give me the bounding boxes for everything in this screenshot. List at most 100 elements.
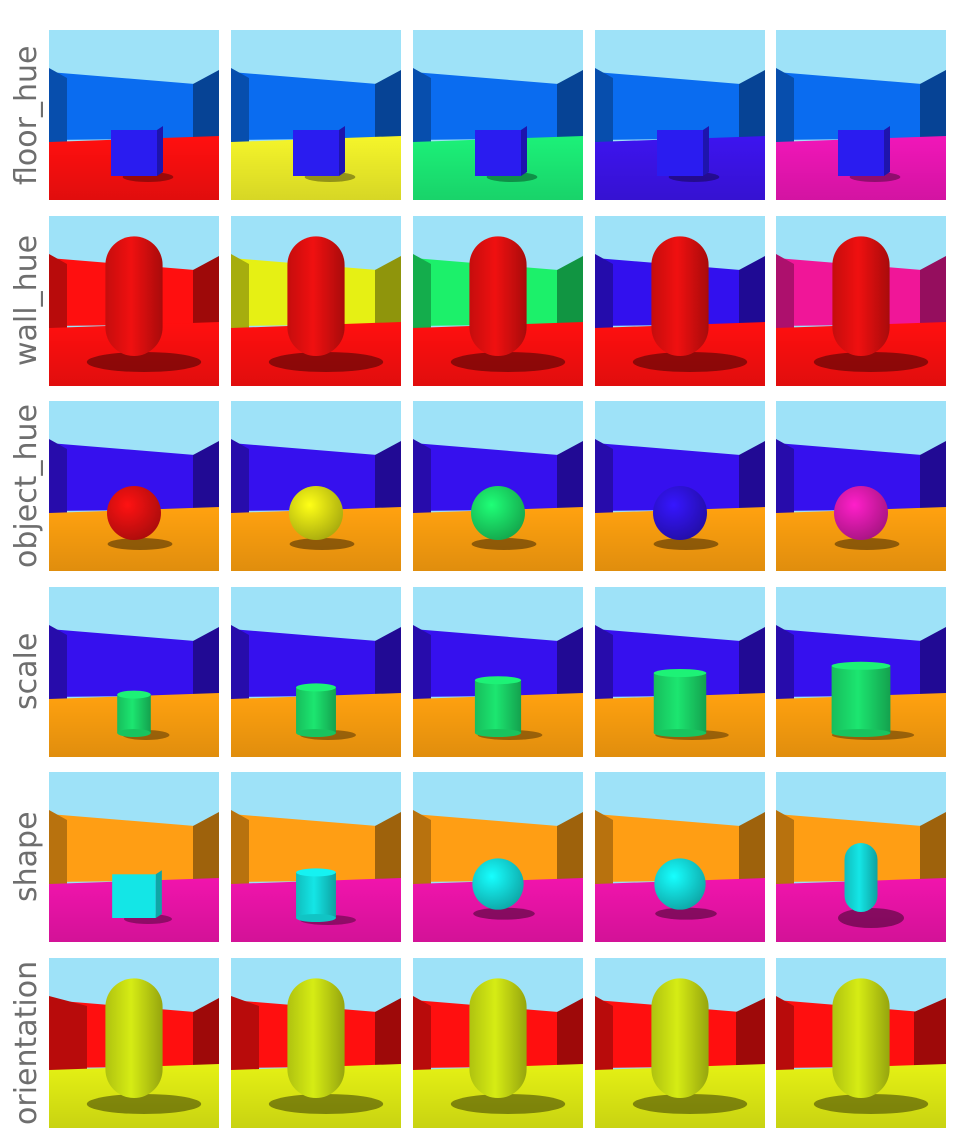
cylinder-base: [296, 728, 336, 737]
cylinder-object: [117, 694, 151, 733]
scene-tile: [49, 215, 219, 386]
left-side-wall: [413, 439, 431, 523]
right-side-wall: [920, 812, 946, 892]
right-side-wall: [375, 997, 401, 1078]
scene-render: [776, 30, 946, 200]
scene-tile: [49, 586, 219, 757]
capsule-object: [832, 977, 890, 1098]
scene-render: [595, 957, 765, 1128]
right-side-wall: [557, 441, 583, 521]
right-side-wall: [739, 70, 765, 150]
capsule-object: [105, 977, 163, 1098]
scene-render: [776, 772, 946, 942]
cylinder-top: [474, 675, 522, 684]
row-label-scale: scale: [9, 632, 44, 711]
capsule-object: [832, 235, 890, 356]
capsule-object: [651, 235, 709, 356]
sphere-object: [107, 486, 161, 540]
scene-tile: [595, 215, 765, 386]
back-wall: [231, 443, 401, 511]
right-side-wall: [557, 626, 583, 707]
cylinder-top: [831, 661, 891, 670]
object-group: [657, 126, 720, 182]
right-side-wall: [193, 626, 219, 707]
scene-tile: [776, 957, 946, 1128]
capsule-object: [651, 977, 709, 1098]
left-side-wall: [776, 624, 794, 709]
right-side-wall: [375, 255, 401, 336]
scene-tile: [776, 215, 946, 386]
object-group: [834, 486, 900, 550]
cube-side-face: [884, 126, 890, 176]
back-wall: [595, 814, 765, 882]
object-shadow: [838, 908, 904, 928]
scene-render: [413, 30, 583, 200]
object-shadow: [653, 538, 719, 550]
scene-render: [231, 957, 401, 1128]
object-group: [86, 235, 202, 372]
scene-render: [595, 401, 765, 571]
cube-object: [112, 874, 156, 918]
back-wall: [595, 72, 765, 140]
scene-tile: [595, 401, 765, 571]
cylinder-object: [831, 665, 891, 733]
scene-render: [595, 772, 765, 942]
scene-render: [413, 586, 583, 757]
row-label-object-hue: object_hue: [9, 404, 44, 568]
sphere-object: [834, 486, 888, 540]
row-label-orientation: orientation: [9, 960, 44, 1125]
scene-tile: [49, 957, 219, 1128]
object-group: [293, 126, 356, 182]
right-side-wall: [193, 441, 219, 521]
left-side-wall: [413, 810, 431, 894]
back-wall: [231, 628, 401, 697]
object-group: [296, 868, 356, 925]
object-group: [475, 126, 538, 182]
object-shadow: [632, 1093, 748, 1114]
left-side-wall: [595, 624, 613, 709]
left-side-wall: [49, 68, 67, 152]
sphere-object: [289, 486, 343, 540]
sphere-object: [471, 486, 525, 540]
capsule-object: [287, 977, 345, 1098]
cylinder-base: [296, 914, 336, 922]
scene-render: [595, 215, 765, 386]
cube-object: [293, 130, 339, 176]
right-side-wall: [920, 441, 946, 521]
row-label-shape: shape: [9, 811, 44, 903]
cube-object: [475, 130, 521, 176]
right-side-wall: [193, 255, 219, 336]
scene-tile: [413, 586, 583, 757]
object-group: [831, 661, 915, 740]
scene-render: [231, 215, 401, 386]
sphere-object: [653, 486, 707, 540]
object-group: [472, 858, 535, 920]
object-shadow: [834, 538, 900, 550]
cube-object: [657, 130, 703, 176]
left-side-wall: [595, 253, 613, 338]
object-group: [653, 668, 729, 740]
object-shadow: [86, 351, 202, 372]
back-wall: [413, 72, 583, 140]
cylinder-object: [296, 686, 336, 733]
scene-tile: [595, 772, 765, 942]
row-label-wall-hue: wall_hue: [9, 234, 44, 367]
left-side-wall: [413, 68, 431, 152]
cylinder-top: [296, 868, 336, 877]
left-side-wall: [595, 439, 613, 523]
scene-render: [776, 401, 946, 571]
right-side-wall: [739, 441, 765, 521]
scene-render: [413, 772, 583, 942]
capsule-object: [469, 977, 527, 1098]
left-side-wall: [231, 68, 249, 152]
object-group: [838, 843, 904, 928]
back-wall: [49, 72, 219, 140]
right-side-wall: [375, 70, 401, 150]
sphere-object: [654, 858, 706, 910]
object-group: [107, 486, 173, 550]
right-side-wall: [557, 997, 583, 1078]
scene-tile: [413, 772, 583, 942]
object-shadow: [268, 1093, 384, 1114]
left-side-wall: [595, 995, 613, 1080]
